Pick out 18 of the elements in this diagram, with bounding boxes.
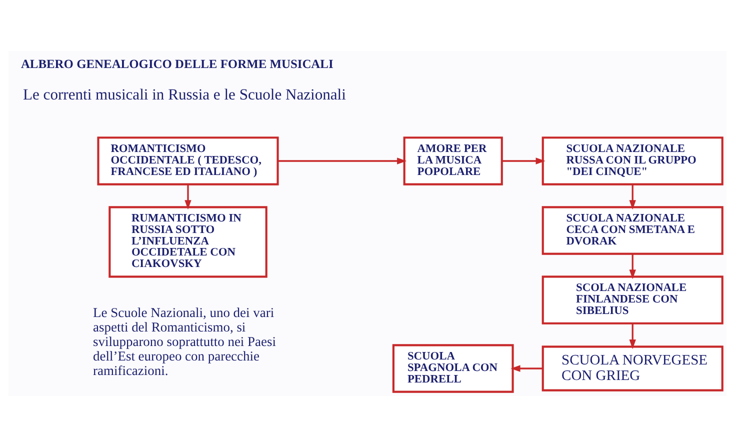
arrow: [184, 184, 192, 210]
label: Le Scuole Nazionali, uno dei vari aspetti del Romanticismo, si svilupparono soprattutto nei Paesi dell’Est europeo con parecchie ramificazioni.: [93, 305, 276, 378]
node-box: ROMANTICISMO OCCIDENTALE ( TEDESCO, FRANCESE ED ITALIANO ): [97, 136, 279, 186]
node-box: SCUOLA NAZIONALE RUSSA CON IL GRUPPO "DEI CINQUE": [542, 136, 724, 186]
arrow: [629, 254, 636, 280]
node-box: SCUOLA NAZIONALE CECA CON SMETANA E DVORAK: [542, 206, 724, 255]
arrow: [510, 365, 543, 372]
node-box: RUMANTICISMO IN RUSSIA SOTTO L’INFLUENZA OCCIDETALE CON CIAKOVSKY: [108, 206, 268, 278]
node-box: AMORE PER LA MUSICA POPOLARE: [403, 136, 503, 186]
arrow: [278, 158, 407, 164]
label: Le correnti musicali in Russia e le Scuole Nazionali: [23, 86, 346, 104]
diagram-title: ALBERO GENEALOGICO DELLE FORME MUSICALI: [20, 57, 334, 72]
arrow: [629, 184, 636, 210]
node-box: SCUOLA SPAGNOLA CON PEDRELL: [392, 344, 514, 393]
arrow: [502, 158, 546, 164]
node-box: SCUOLA NORVEGESE CON GRIEG: [542, 346, 724, 392]
node-box: SCOLA NAZIONALE FINLANDESE CON SIBELIUS: [542, 276, 724, 324]
arrow: [629, 324, 636, 350]
